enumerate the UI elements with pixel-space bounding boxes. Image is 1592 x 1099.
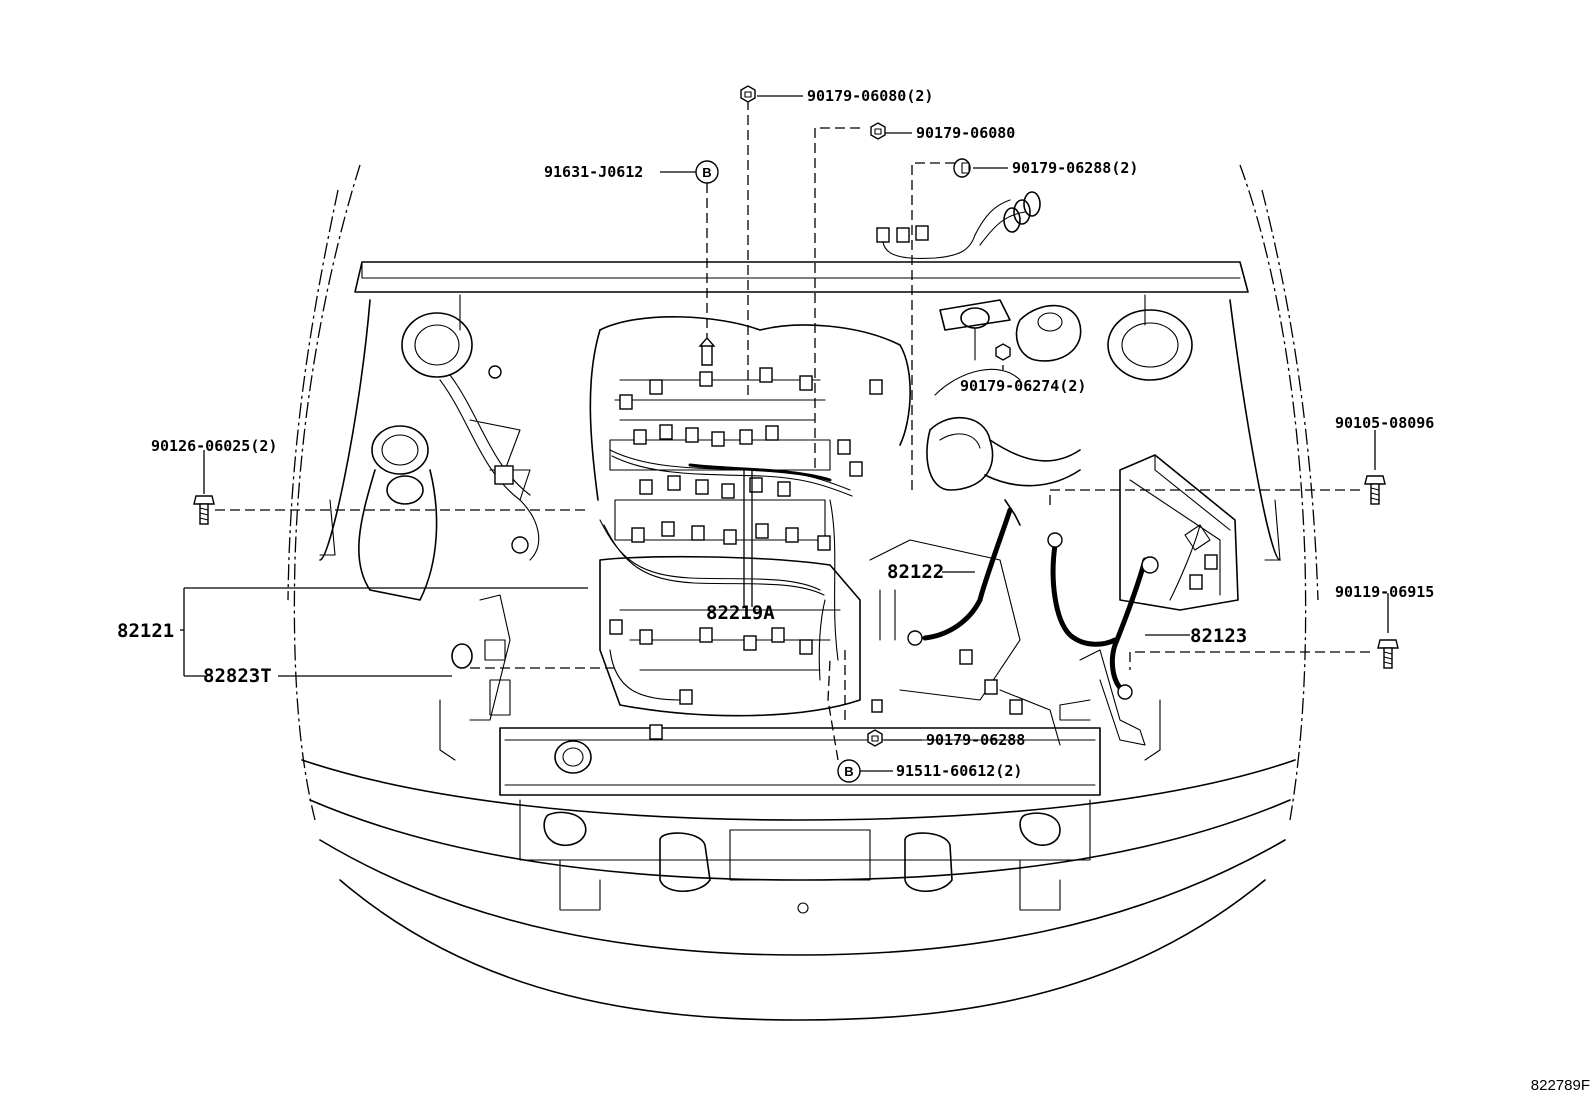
label-82121[interactable]: 82121 [117,620,174,642]
label-90179-06274-2[interactable]: 90179-06274(2) [960,377,1086,395]
bolt-icon [193,495,215,525]
label-82123[interactable]: 82123 [1190,625,1247,647]
label-82219a[interactable]: 82219A [706,602,775,624]
label-82823t[interactable]: 82823T [203,665,272,687]
label-90126-06025-2[interactable]: 90126-06025(2) [151,437,277,455]
vehicle-body-outline [287,164,1319,1021]
leader-lines [180,95,1389,772]
label-90179-06288[interactable]: 90179-06288 [926,731,1025,749]
svg-text:B: B [702,165,711,180]
badge-b-bottom: B [837,759,861,783]
label-91631-j0612[interactable]: 91631-J0612 [544,163,643,181]
nut-icon [740,85,756,103]
label-82122[interactable]: 82122 [887,561,944,583]
harness-cables [688,463,1159,700]
label-91511-60612-2[interactable]: 91511-60612(2) [896,762,1022,780]
nut-icon [995,343,1011,361]
nut-icon [870,122,886,140]
engine-assembly [358,191,1239,746]
bolt-icon [1364,475,1386,505]
label-90179-06080-2[interactable]: 90179-06080(2) [807,87,933,105]
label-90105-08096[interactable]: 90105-08096 [1335,414,1434,432]
badge-b-top: B [695,160,719,184]
diagram-reference-code: 822789F [1531,1077,1590,1094]
svg-text:B: B [844,764,853,779]
label-90179-06288-2[interactable]: 90179-06288(2) [1012,159,1138,177]
label-90119-06915[interactable]: 90119-06915 [1335,583,1434,601]
nut-icon [867,729,883,747]
fasteners [193,85,1399,747]
label-90179-06080[interactable]: 90179-06080 [916,124,1015,142]
bolt-icon [1377,639,1399,669]
part-labels: 90179-06080(2) 90179-06080 91631-J0612 9… [117,87,1434,780]
